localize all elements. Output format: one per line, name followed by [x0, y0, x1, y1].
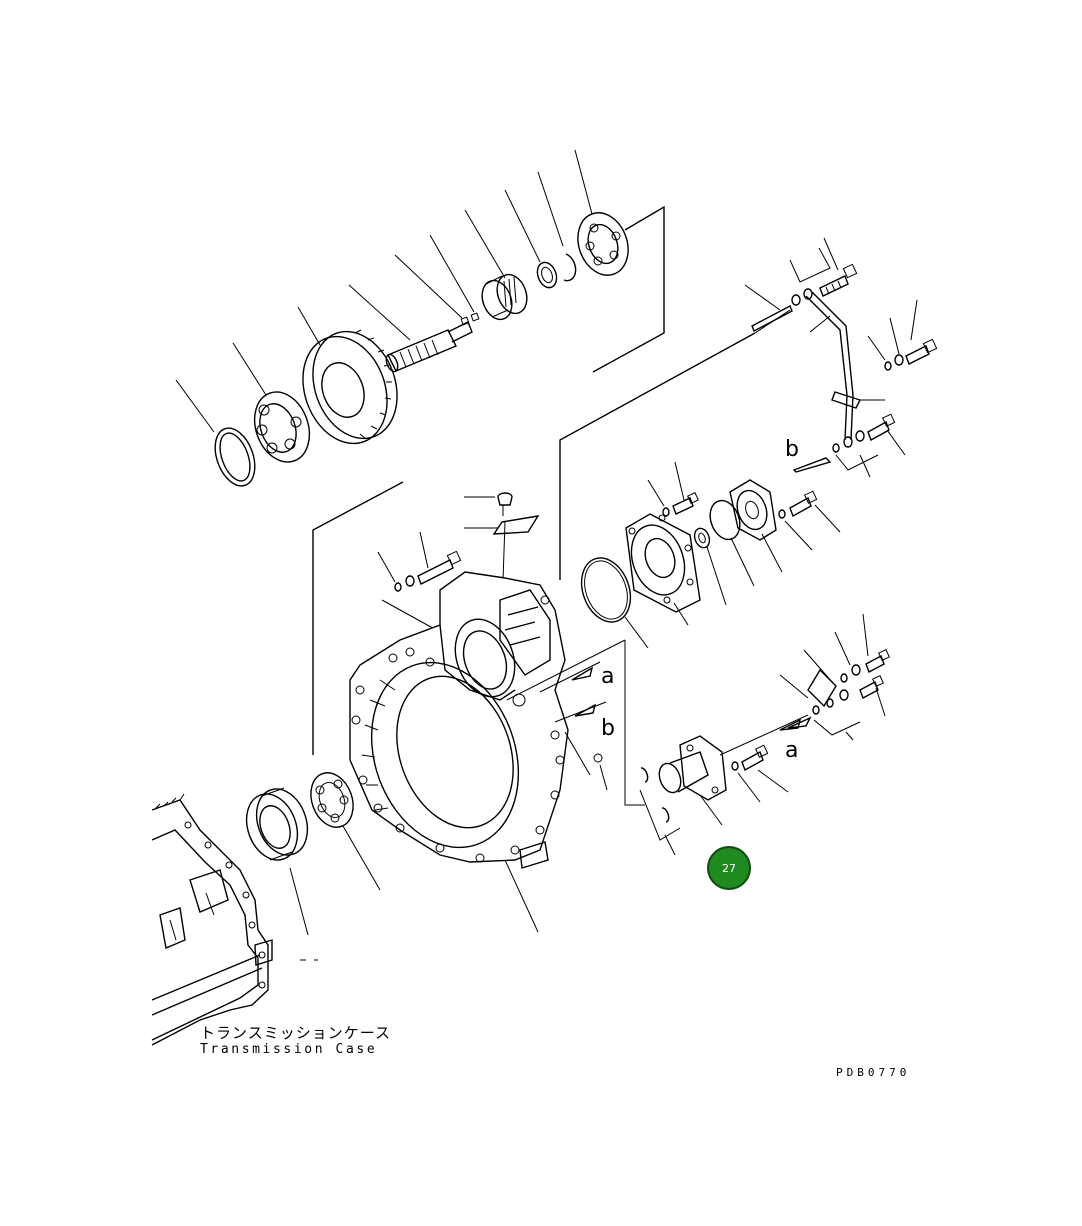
ref-letter-b-right: b — [785, 437, 799, 462]
transmission-case-outline — [151, 793, 318, 1046]
part-callout-badge[interactable]: 27 — [709, 848, 749, 888]
caption-english: Transmission Case — [200, 1042, 378, 1057]
main-housing-part — [349, 571, 608, 933]
spacer-ring-part — [504, 171, 577, 289]
housing-bolts-part — [377, 531, 481, 633]
right-bearing-part — [574, 149, 629, 276]
reference-arrows-left — [506, 639, 645, 806]
key-pins-part — [394, 234, 480, 326]
ref-letter-a-right: a — [785, 738, 799, 763]
flange-shaft-assembly — [639, 613, 890, 856]
ball-bearing-part — [232, 342, 311, 463]
splined-shaft-part — [348, 284, 473, 373]
snap-ring-part — [175, 379, 256, 487]
needle-bearing-part — [464, 209, 528, 321]
ref-letter-b-upper: b — [601, 716, 615, 741]
drawing-code: PDB0770 — [836, 1066, 911, 1079]
o-ring-part — [580, 557, 649, 649]
oil-pipe-assembly — [744, 237, 938, 478]
large-gear-part — [297, 306, 398, 445]
output-cover-assembly — [625, 461, 841, 626]
caption-japanese: トランスミッションケース — [200, 1024, 391, 1042]
upper-shaft-bracket — [592, 205, 665, 373]
lower-bearings-part — [245, 772, 381, 936]
ref-letter-a-upper: a — [601, 664, 615, 689]
